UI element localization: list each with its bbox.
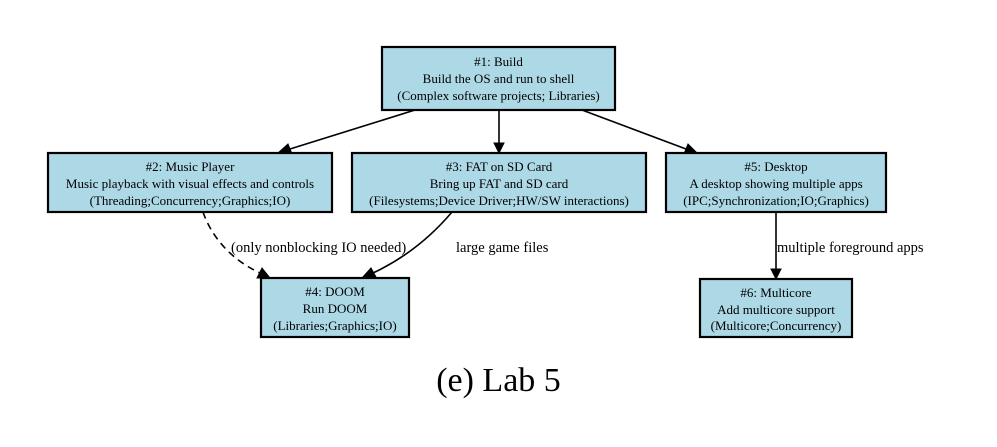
node-multicore-topics: (Multicore;Concurrency)	[711, 318, 842, 333]
node-doom-topics: (Libraries;Graphics;IO)	[273, 318, 396, 333]
edge-build-to-music-player	[289, 109, 416, 150]
node-doom-desc: Run DOOM	[303, 301, 368, 316]
node-desktop: #5: Desktop A desktop showing multiple a…	[664, 151, 888, 214]
node-doom: #4: DOOM Run DOOM (Libraries;Graphics;IO…	[259, 276, 411, 339]
edge-label-nonblocking-io: (only nonblocking IO needed)	[231, 240, 406, 256]
node-desktop-title: #5: Desktop	[744, 159, 807, 174]
node-multicore: #6: Multicore Add multicore support (Mul…	[698, 277, 854, 339]
node-fat-sd-topics: (Filesystems;Device Driver;HW/SW interac…	[369, 193, 629, 208]
nodes-layer: #1: Build Build the OS and run to shell …	[46, 45, 888, 339]
node-multicore-title: #6: Multicore	[740, 285, 811, 300]
node-music-player-desc: Music playback with visual effects and c…	[66, 176, 314, 191]
node-fat-sd-title: #3: FAT on SD Card	[446, 159, 553, 174]
node-build-topics: (Complex software projects; Libraries)	[397, 88, 600, 103]
node-build: #1: Build Build the OS and run to shell …	[380, 45, 617, 112]
node-music-player-topics: (Threading;Concurrency;Graphics;IO)	[90, 193, 291, 208]
edge-build-to-desktop	[581, 109, 687, 150]
node-music-player: #2: Music Player Music playback with vis…	[46, 151, 334, 214]
edge-music-player-to-doom	[202, 211, 261, 274]
node-multicore-desc: Add multicore support	[717, 302, 835, 317]
edge-label-multiple-foreground-apps: multiple foreground apps	[777, 240, 924, 256]
node-build-title: #1: Build	[474, 54, 523, 69]
edges-layer: (only nonblocking IO needed) large game …	[202, 109, 924, 281]
arrowhead-icon	[360, 267, 377, 279]
node-desktop-desc: A desktop showing multiple apps	[689, 176, 862, 191]
figure-caption: (e) Lab 5	[436, 362, 561, 399]
edge-label-large-game-files: large game files	[456, 240, 549, 256]
node-build-desc: Build the OS and run to shell	[423, 71, 575, 86]
node-desktop-topics: (IPC;Synchronization;IO;Graphics)	[683, 193, 869, 208]
node-music-player-title: #2: Music Player	[146, 159, 235, 174]
edge-fat-sd-to-doom	[372, 211, 453, 274]
arrowhead-icon	[256, 267, 272, 279]
node-doom-title: #4: DOOM	[305, 284, 365, 299]
node-fat-sd-desc: Bring up FAT and SD card	[430, 176, 569, 191]
node-fat-sd-card: #3: FAT on SD Card Bring up FAT and SD c…	[350, 151, 648, 214]
arrowhead-icon	[493, 142, 505, 155]
arrowhead-icon	[770, 268, 782, 281]
